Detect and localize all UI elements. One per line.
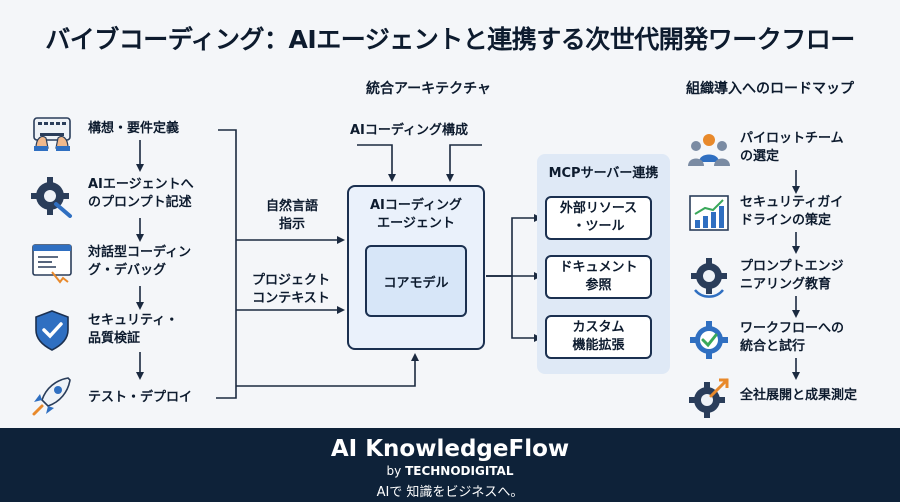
natural-language-label: 自然言語 指示: [262, 198, 322, 234]
mcp-title: MCPサーバー連携: [548, 166, 659, 181]
arrow-mcp-1: [486, 214, 542, 277]
mcp-item-external-tools: 外部リソース・ツール: [545, 196, 652, 240]
roadmap-step-integration: ワークフローへの 統合と試行: [740, 320, 844, 356]
rocket-icon: [30, 374, 74, 422]
mcp-item-docs: ドキュメント参照: [545, 255, 652, 299]
footer-brand: AI KnowledgeFlow: [330, 436, 570, 462]
step-security-line1: セキュリティ・: [88, 313, 179, 328]
footer-company: TECHNODIGITAL: [405, 464, 514, 478]
mcp-item-1-line2: ・ツール: [572, 219, 625, 234]
arrow-config-right: [446, 144, 482, 182]
footer-tagline: AIで 知識をビジネスへ。: [376, 485, 524, 500]
gear-check-icon: [687, 318, 731, 366]
arrow-feedback-loop: [236, 353, 419, 387]
roadmap-step-1-line2: の選定: [740, 149, 780, 164]
team-icon: [687, 128, 731, 176]
agent-title-line1: AIコーディング: [370, 198, 462, 213]
step-security-line2: 品質検証: [88, 331, 141, 346]
footer-bar: [0, 428, 900, 502]
roadmap-step-2-line1: セキュリティガイ: [740, 195, 844, 210]
natural-language-line2: 指示: [278, 217, 305, 232]
roadmap-step-prompt-training: プロンプトエンジ ニアリング教育: [740, 258, 844, 294]
mcp-item-1-line1: 外部リソース: [559, 201, 638, 216]
roadmap-step-1-line1: パイロットチーム: [740, 131, 844, 146]
roadmap-step-3-line2: ニアリング教育: [740, 277, 832, 292]
gear-arrow-icon: [687, 376, 731, 424]
footer-byline: by TECHNODIGITAL: [0, 464, 900, 478]
mcp-item-2-line2: 参照: [585, 278, 612, 293]
step-coding-line1: 対話型コーディン: [88, 245, 192, 260]
step-prompt-writing: AIエージェントへ のプロンプト記述: [88, 176, 194, 212]
mcp-item-2-line1: ドキュメント: [559, 260, 638, 275]
roadmap-heading: 組織導入へのロードマップ: [686, 81, 854, 97]
agent-title: AIコーディング エージェント: [349, 197, 483, 233]
roadmap-step-guidelines: セキュリティガイ ドラインの策定: [740, 194, 843, 230]
roadmap-step-3-line1: プロンプトエンジ: [740, 259, 844, 274]
roadmap-step-rollout: 全社展開と成果測定: [740, 388, 858, 403]
architecture-heading: 統合アーキテクチャ: [366, 81, 492, 97]
page-title: バイブコーディング：AIエージェントと連携する次世代開発ワークフロー: [45, 25, 855, 54]
ai-coding-config-label: AIコーディング構成: [350, 123, 468, 138]
gear-wrench-icon: [30, 174, 74, 222]
roadmap-step-2-line2: ドラインの策定: [740, 213, 832, 228]
chart-growth-icon: [687, 192, 731, 240]
step-test-deploy: テスト・デプロイ: [88, 390, 193, 405]
project-context-line2: コンテキスト: [252, 291, 330, 306]
arrow-mcp-3: [486, 275, 542, 342]
step-security-quality: セキュリティ・ 品質検証: [88, 312, 178, 348]
ai-coding-agent-box: AIコーディング エージェント コアモデル: [347, 185, 485, 350]
step-requirements: 構想・要件定義: [88, 121, 180, 136]
footer-by: by: [386, 464, 402, 478]
shield-check-icon: [30, 308, 74, 356]
step-coding-line2: グ・デバッグ: [88, 263, 167, 278]
step-coding-debug: 対話型コーディン グ・デバッグ: [88, 244, 191, 280]
roadmap-step-4-line2: 統合と試行: [740, 339, 806, 354]
left-bracket: [216, 129, 237, 399]
mcp-item-3-line1: カスタム: [572, 320, 625, 335]
agent-title-line2: エージェント: [377, 216, 455, 231]
project-context-line1: プロジェクト: [251, 273, 330, 288]
mcp-item-3-line2: 機能拡張: [572, 338, 625, 353]
natural-language-line1: 自然言語: [265, 199, 318, 214]
gear-cycle-icon: [687, 254, 731, 302]
roadmap-step-4-line1: ワークフローへの: [740, 321, 845, 336]
core-model-box: コアモデル: [365, 245, 467, 317]
project-context-label: プロジェクト コンテキスト: [245, 272, 337, 308]
keyboard-hands-icon: [30, 108, 74, 156]
mcp-item-custom: カスタム機能拡張: [545, 315, 652, 359]
step-prompt-line1: AIエージェントへ: [88, 177, 194, 192]
arrow-config-left: [357, 144, 396, 182]
step-prompt-line2: のプロンプト記述: [88, 195, 192, 210]
roadmap-step-pilot: パイロットチーム の選定: [740, 130, 844, 166]
code-editor-icon: [30, 240, 74, 288]
